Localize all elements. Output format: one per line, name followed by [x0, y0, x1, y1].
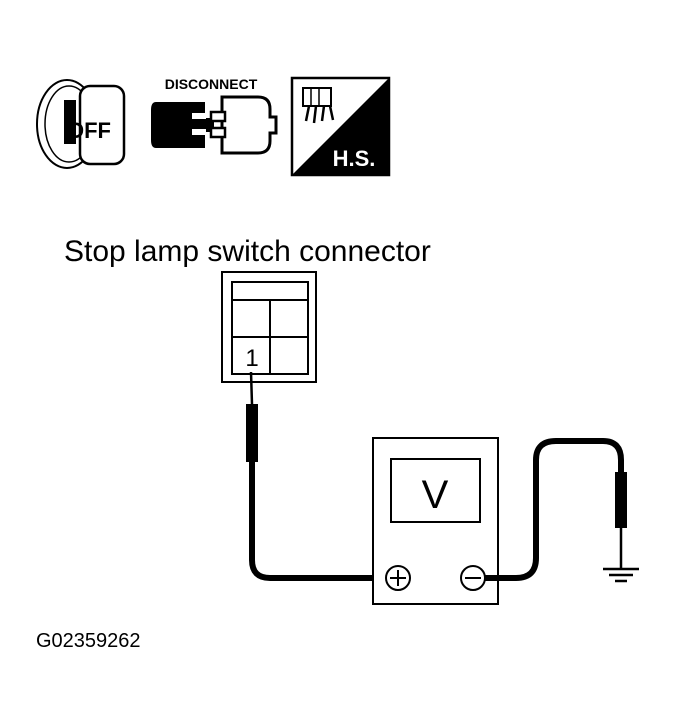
harness-side-connector-icon: H.S.	[290, 76, 391, 177]
disconnect-label: DISCONNECT	[165, 76, 258, 92]
figure-code: G02359262	[36, 630, 141, 652]
connector-title: Stop lamp switch connector	[64, 235, 431, 268]
negative-probe	[485, 438, 627, 581]
hs-label: H.S.	[333, 146, 376, 171]
meter-symbol: V	[422, 473, 449, 517]
off-label: OFF	[67, 118, 111, 143]
connector-disconnect-icon: DISCONNECT	[151, 76, 278, 155]
ignition-key-off-icon: OFF	[36, 79, 126, 169]
voltmeter: V	[372, 437, 499, 605]
ground-symbol-icon	[603, 567, 639, 583]
stop-lamp-switch-connector: 1	[221, 271, 317, 383]
positive-terminal	[385, 565, 411, 591]
terminal-1-label: 1	[245, 345, 258, 372]
positive-probe	[246, 371, 385, 581]
negative-terminal	[460, 565, 486, 591]
